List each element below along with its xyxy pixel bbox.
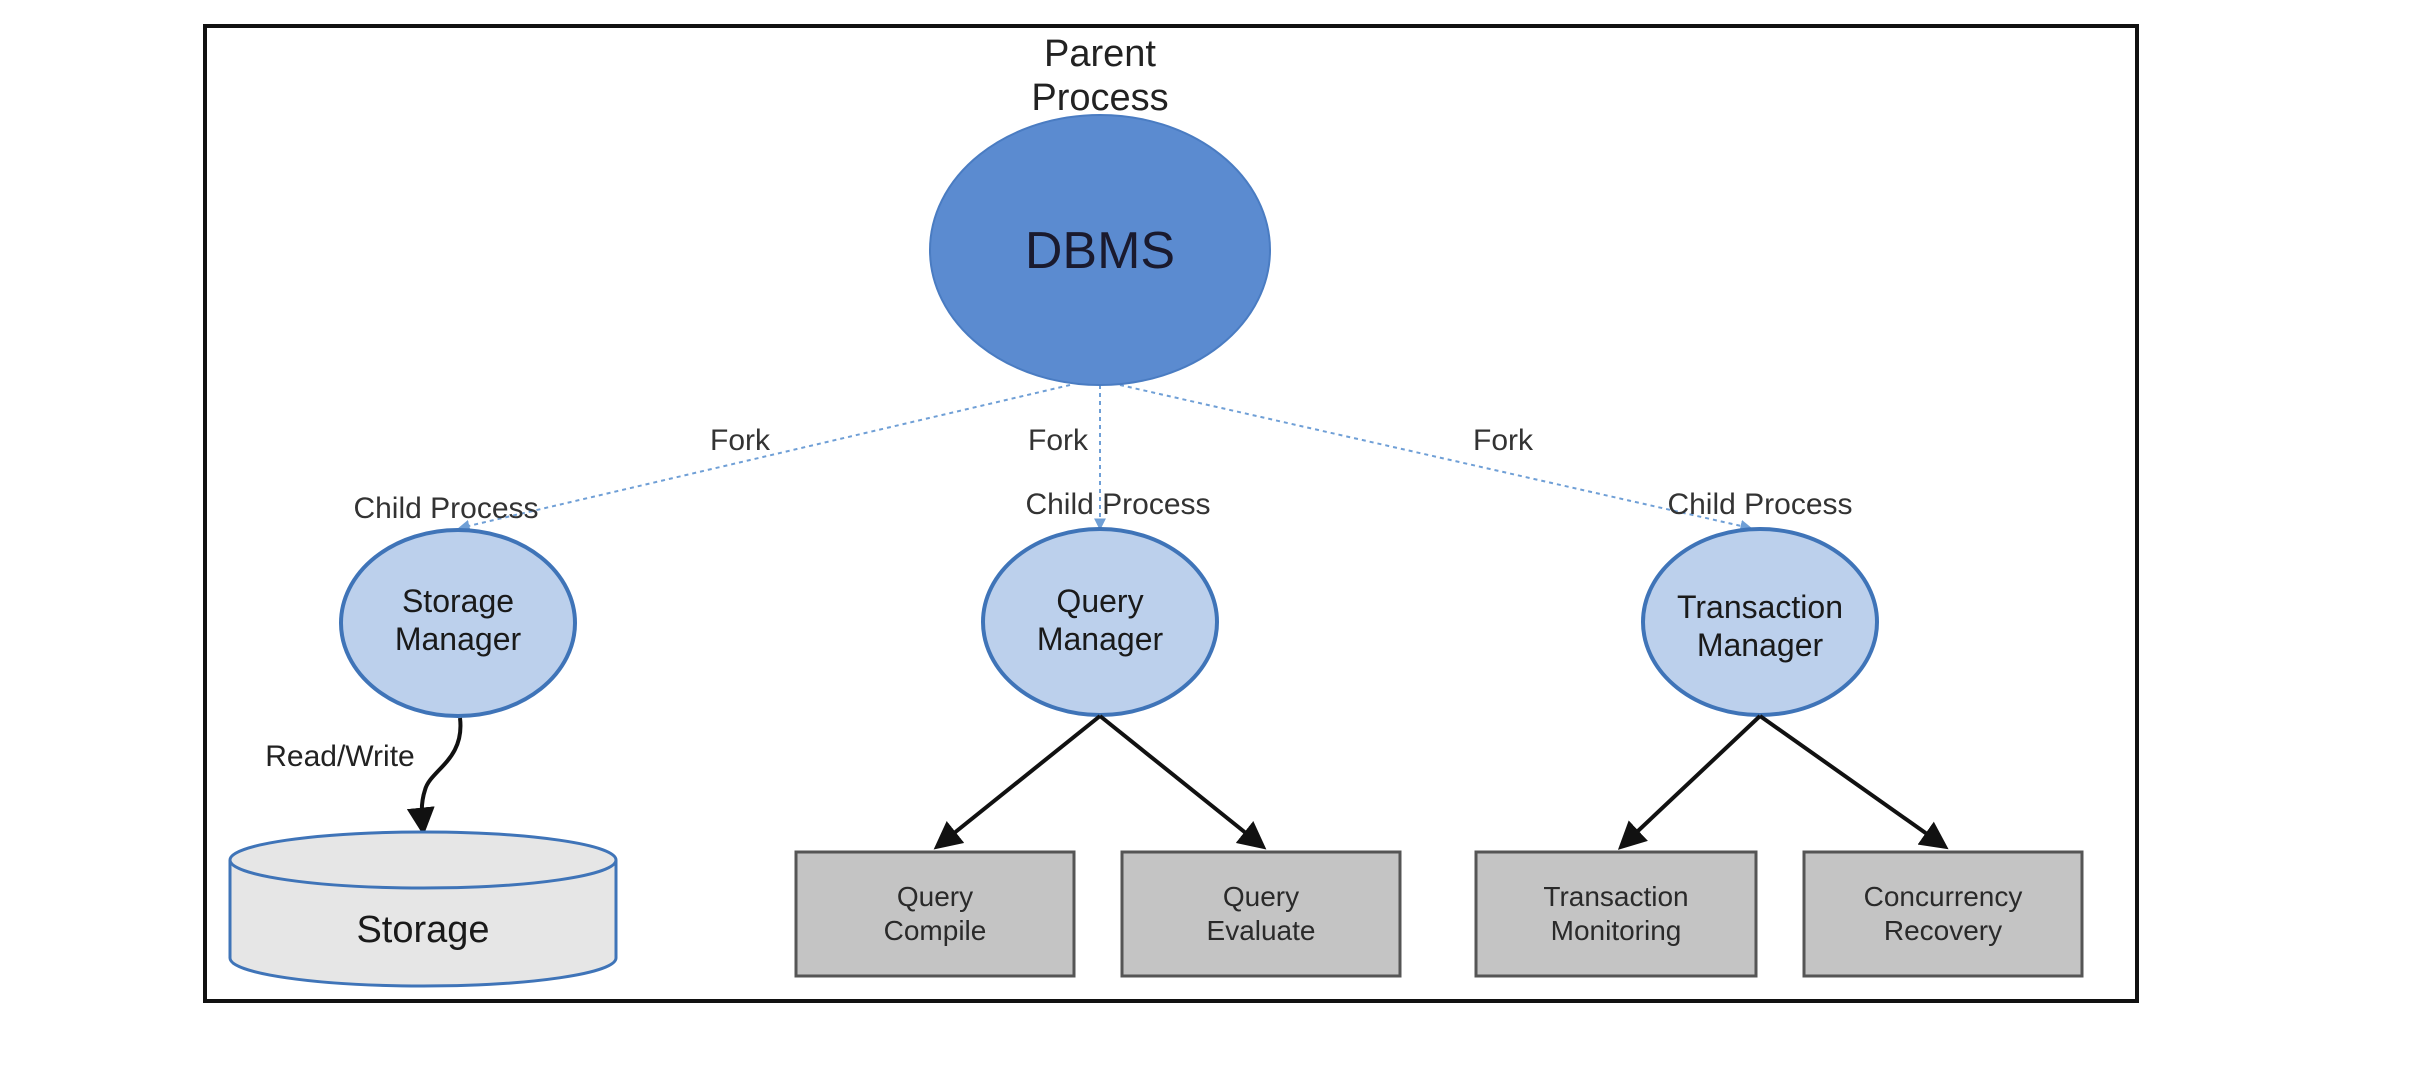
read-write-arrow	[406, 717, 463, 836]
query-compile-label-line2: Compile	[884, 915, 987, 946]
fork-label-right: Fork	[1473, 424, 1534, 457]
transaction-manager-node	[1641, 527, 1879, 717]
dbms-label: DBMS	[1025, 222, 1175, 280]
arrow-to-query-compile	[933, 714, 1102, 850]
transaction-monitoring-label-line2: Monitoring	[1551, 915, 1682, 946]
fork-label-middle: Fork	[1028, 424, 1089, 457]
query-manager-node	[981, 527, 1219, 717]
query-evaluate-label-line2: Evaluate	[1207, 915, 1316, 946]
arrow-to-query-evaluate	[1098, 714, 1267, 850]
transaction-monitoring-label-line1: Transaction	[1543, 881, 1688, 912]
child-process-label-storage: Child Process	[353, 492, 538, 525]
transaction-monitoring-box	[1474, 850, 1758, 978]
query-manager-label-line1: Query	[1056, 583, 1143, 619]
parent-process-label-line1: Parent	[1044, 33, 1156, 75]
arrow-to-concurrency-recovery	[1758, 714, 1949, 850]
dbms-node	[929, 114, 1271, 386]
transaction-manager-label-line2: Manager	[1697, 627, 1824, 663]
storage-label: Storage	[356, 909, 489, 951]
query-evaluate-label-line1: Query	[1223, 881, 1299, 912]
parent-process-label-line2: Process	[1031, 77, 1168, 119]
transaction-manager-label-line1: Transaction	[1677, 589, 1843, 625]
concurrency-recovery-label-line2: Recovery	[1884, 915, 2002, 946]
storage-manager-label-line1: Storage	[402, 583, 514, 619]
query-evaluate-box	[1120, 850, 1402, 978]
fork-line-transaction	[1119, 384, 1753, 532]
fork-line-storage	[457, 384, 1071, 532]
arrow-to-transaction-monitoring	[1617, 714, 1762, 850]
query-compile-box	[794, 850, 1076, 978]
fork-connectors	[457, 384, 1753, 532]
storage-manager-node	[339, 528, 577, 718]
storage-cylinder	[228, 830, 618, 988]
child-process-label-query: Child Process	[1025, 488, 1210, 521]
query-compile-label-line1: Query	[897, 881, 973, 912]
storage-manager-label-line2: Manager	[395, 621, 522, 657]
query-manager-label-line2: Manager	[1037, 621, 1164, 657]
read-write-label: Read/Write	[265, 740, 415, 773]
fork-label-left: Fork	[710, 424, 771, 457]
concurrency-recovery-label-line1: Concurrency	[1864, 881, 2023, 912]
concurrency-recovery-box	[1802, 850, 2084, 978]
child-process-label-transaction: Child Process	[1667, 488, 1852, 521]
